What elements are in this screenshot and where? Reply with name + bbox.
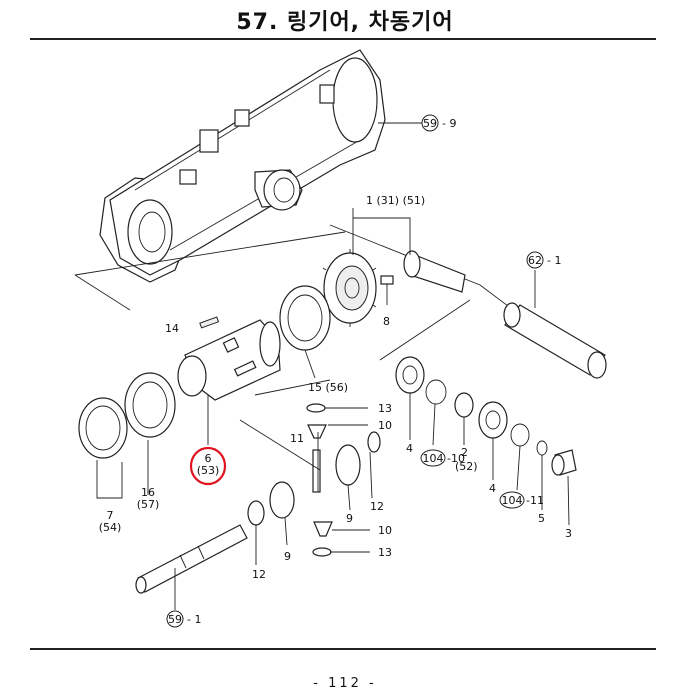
callout-9b: 9 — [284, 550, 291, 563]
long-shaft — [135, 524, 248, 594]
washer-12b — [247, 500, 265, 526]
snap-ring-104-11 — [510, 423, 530, 447]
side-gear-9a — [335, 444, 361, 486]
callout-62-1: 62 - 1 — [526, 251, 561, 269]
callout-16-sub: (57) — [137, 498, 160, 511]
callout-4b: 4 — [489, 482, 496, 495]
callout-13b: 13 — [378, 546, 392, 559]
axle-tube — [503, 302, 607, 379]
callout-3: 3 — [565, 527, 572, 540]
callout-7-sub: (54) — [99, 521, 122, 534]
pinion-10a — [307, 424, 327, 439]
svg-text:104: 104 — [502, 494, 523, 507]
bearing-15 — [279, 285, 331, 351]
callout-104-11: 104 -11 — [499, 491, 544, 509]
washer-13a — [306, 403, 326, 413]
pinion-shaft — [403, 250, 466, 293]
svg-text:104: 104 — [423, 452, 444, 465]
bearing-16 — [124, 372, 176, 438]
callout-6: 6 (53) — [197, 452, 220, 477]
callout-15: 15 (56) — [308, 381, 348, 394]
page-number: - 112 - — [313, 676, 377, 691]
leader-lines-left — [96, 395, 209, 499]
callout-10b: 10 — [378, 524, 392, 537]
callout-9a: 9 — [346, 512, 353, 525]
leader-15 — [304, 349, 316, 379]
callout-1: 1 (31) (51) — [366, 194, 425, 207]
svg-text:- 9: - 9 — [442, 117, 456, 130]
callout-104-10: 104 -10 — [420, 449, 465, 467]
washer-2 — [454, 392, 474, 418]
highlight-circle — [189, 446, 227, 486]
washer-13b — [312, 547, 332, 557]
svg-text:59: 59 — [423, 117, 437, 130]
svg-text:- 1: - 1 — [187, 613, 201, 626]
bolt-8 — [380, 275, 394, 305]
callout-5: 5 — [538, 512, 545, 525]
washer-12a — [367, 431, 381, 453]
svg-text:(53): (53) — [197, 464, 220, 477]
svg-text:-11: -11 — [526, 494, 544, 507]
svg-text:- 1: - 1 — [547, 254, 561, 267]
svg-text:62: 62 — [528, 254, 542, 267]
callout-2-sub: (52) — [455, 460, 478, 473]
differential-case — [177, 319, 281, 401]
leader-1 — [352, 208, 411, 255]
leader-lines-center — [255, 407, 373, 565]
bearing-4a — [395, 356, 425, 394]
callout-59-9: 59 - 9 — [421, 114, 456, 132]
ring-gear — [322, 249, 377, 327]
callout-2: 2 — [461, 446, 468, 459]
callout-13a: 13 — [378, 402, 392, 415]
snap-ring-104-10 — [425, 379, 447, 405]
svg-text:59: 59 — [168, 613, 182, 626]
callout-14: 14 — [165, 322, 179, 335]
bottom-divider — [30, 648, 656, 650]
seal-7 — [78, 397, 128, 459]
leader-lines-right — [409, 393, 570, 526]
side-gear-9b — [269, 481, 295, 519]
callout-7: 7 — [107, 509, 114, 522]
transmission-housing — [99, 49, 386, 283]
shaft-11 — [312, 449, 321, 493]
assembly-outline — [74, 224, 541, 361]
page-title: 57. 링기어, 차동기어 — [236, 10, 454, 35]
pin-14 — [199, 316, 220, 329]
callout-12a: 12 — [370, 500, 384, 513]
callout-8: 8 — [383, 315, 390, 328]
svg-text:-10: -10 — [447, 452, 465, 465]
callout-10a: 10 — [378, 419, 392, 432]
callout-16: 16 — [141, 486, 155, 499]
assembly-lines-center — [239, 379, 331, 471]
oring-5 — [536, 440, 548, 456]
callout-4a: 4 — [406, 442, 413, 455]
svg-text:6: 6 — [205, 452, 212, 465]
collar-3 — [551, 449, 577, 476]
callout-59-1: 59 - 1 — [166, 610, 201, 628]
bearing-4b — [478, 401, 508, 439]
pinion-10b — [313, 521, 333, 537]
top-divider — [30, 38, 656, 40]
callout-12b: 12 — [252, 568, 266, 581]
callout-11: 11 — [290, 432, 304, 445]
